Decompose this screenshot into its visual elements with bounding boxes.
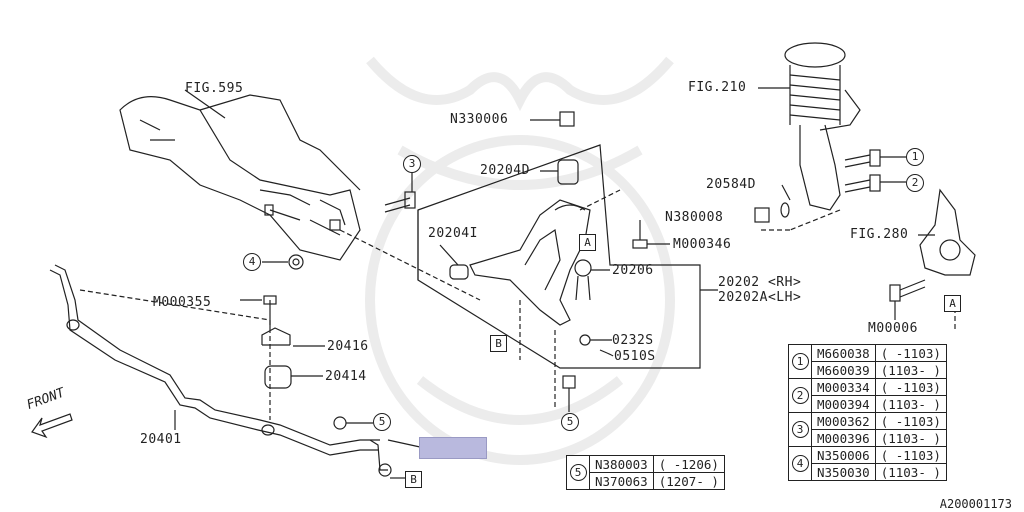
label-20204i: 20204I — [428, 226, 478, 241]
label-0232s: 0232S — [612, 333, 654, 348]
bolt-m000346 — [632, 220, 670, 249]
label-20401: 20401 — [140, 432, 182, 447]
row-callout-number: 1 — [791, 353, 809, 370]
cell-range: ( -1103) — [874, 446, 947, 464]
table-row: M000394(1103- ) — [789, 395, 947, 413]
row-callout-number: 2 — [791, 387, 809, 404]
label-20202: 20202 <RH> — [718, 275, 802, 290]
cell-range: (1103- ) — [874, 463, 947, 481]
bushing-20414 — [264, 365, 323, 389]
cell-range: ( -1206) — [652, 455, 725, 473]
crossmember — [119, 94, 361, 261]
box-b-arm: B — [490, 335, 507, 352]
label-fig280: FIG.280 — [850, 227, 909, 242]
label-20202a: 20202A<LH> — [718, 290, 802, 305]
nut-4 — [262, 254, 304, 270]
watermark-emblem — [365, 56, 675, 465]
callout-2: 2 — [906, 174, 924, 192]
box-a-arm: A — [579, 234, 596, 251]
cell-part: M660038 — [811, 344, 876, 362]
bolt-3 — [384, 172, 416, 213]
stabilizer-link — [333, 416, 421, 479]
label-m000355: M000355 — [153, 295, 212, 310]
callout-5b: 5 — [561, 413, 579, 431]
cell-part: N350006 — [811, 446, 876, 464]
row-callout-number: 3 — [791, 421, 809, 438]
callout-4: 4 — [243, 253, 261, 271]
strut-bolts — [844, 149, 906, 193]
label-m00006: M00006 — [868, 321, 918, 336]
box-b-link: B — [405, 471, 422, 488]
bracket-20416 — [240, 295, 325, 347]
label-20206: 20206 — [612, 263, 654, 278]
cell-range: ( -1103) — [874, 412, 947, 430]
label-m000346: M000346 — [673, 237, 732, 252]
nut-0232s — [579, 334, 612, 346]
steering-knuckle — [918, 188, 976, 276]
assembly-frame — [417, 144, 701, 369]
label-20416: 20416 — [327, 339, 369, 354]
callout-3: 3 — [403, 155, 421, 173]
callout-5: 5 — [373, 413, 391, 431]
lower-control-arm — [469, 199, 591, 326]
cell-range: (1207- ) — [652, 472, 725, 490]
label-fig595: FIG.595 — [185, 81, 244, 96]
front-arrow — [31, 413, 73, 439]
label-0510s: 0510S — [614, 349, 656, 364]
cell-part: N350030 — [811, 463, 876, 481]
label-n380008: N380008 — [665, 210, 724, 225]
label-fig210: FIG.210 — [688, 80, 747, 95]
label-20204d: 20204D — [480, 163, 530, 178]
cell-part: M000362 — [811, 412, 876, 430]
table-row: M000396(1103- ) — [789, 429, 947, 447]
cell-part: N370063 — [589, 472, 654, 490]
label-20414: 20414 — [325, 369, 367, 384]
table-row: N370063(1207- ) — [567, 472, 725, 490]
bushing-20204d — [540, 159, 579, 185]
bolt-m00006 — [889, 279, 926, 320]
nut-n330006 — [530, 111, 575, 127]
nut-n380008 — [754, 184, 791, 223]
ball-joint-20206 — [574, 259, 610, 301]
table-row: N350030(1103- ) — [789, 463, 947, 481]
stabilizer-bar — [49, 264, 380, 456]
bushing-20204i — [439, 244, 469, 280]
cell-range: (1103- ) — [874, 429, 947, 447]
box-a-knuckle: A — [944, 295, 961, 312]
cell-range: (1103- ) — [874, 361, 947, 379]
highlight-box — [419, 437, 487, 459]
row-callout-number: 5 — [569, 464, 587, 481]
strut-assembly — [758, 42, 861, 211]
callout-1: 1 — [906, 148, 924, 166]
cell-part: N380003 — [589, 455, 654, 473]
reference-code: A200001173 — [939, 497, 1012, 511]
cell-range: ( -1103) — [874, 344, 947, 362]
cell-range: ( -1103) — [874, 378, 947, 396]
row-callout-number: 4 — [791, 455, 809, 472]
cell-part: M000334 — [811, 378, 876, 396]
table-row: M660039(1103- ) — [789, 361, 947, 379]
nut-5 — [562, 375, 576, 412]
cell-part: M000394 — [811, 395, 876, 413]
label-20584d: 20584D — [706, 177, 756, 192]
cell-part: M000396 — [811, 429, 876, 447]
cell-part: M660039 — [811, 361, 876, 379]
label-n330006: N330006 — [450, 112, 509, 127]
cell-range: (1103- ) — [874, 395, 947, 413]
